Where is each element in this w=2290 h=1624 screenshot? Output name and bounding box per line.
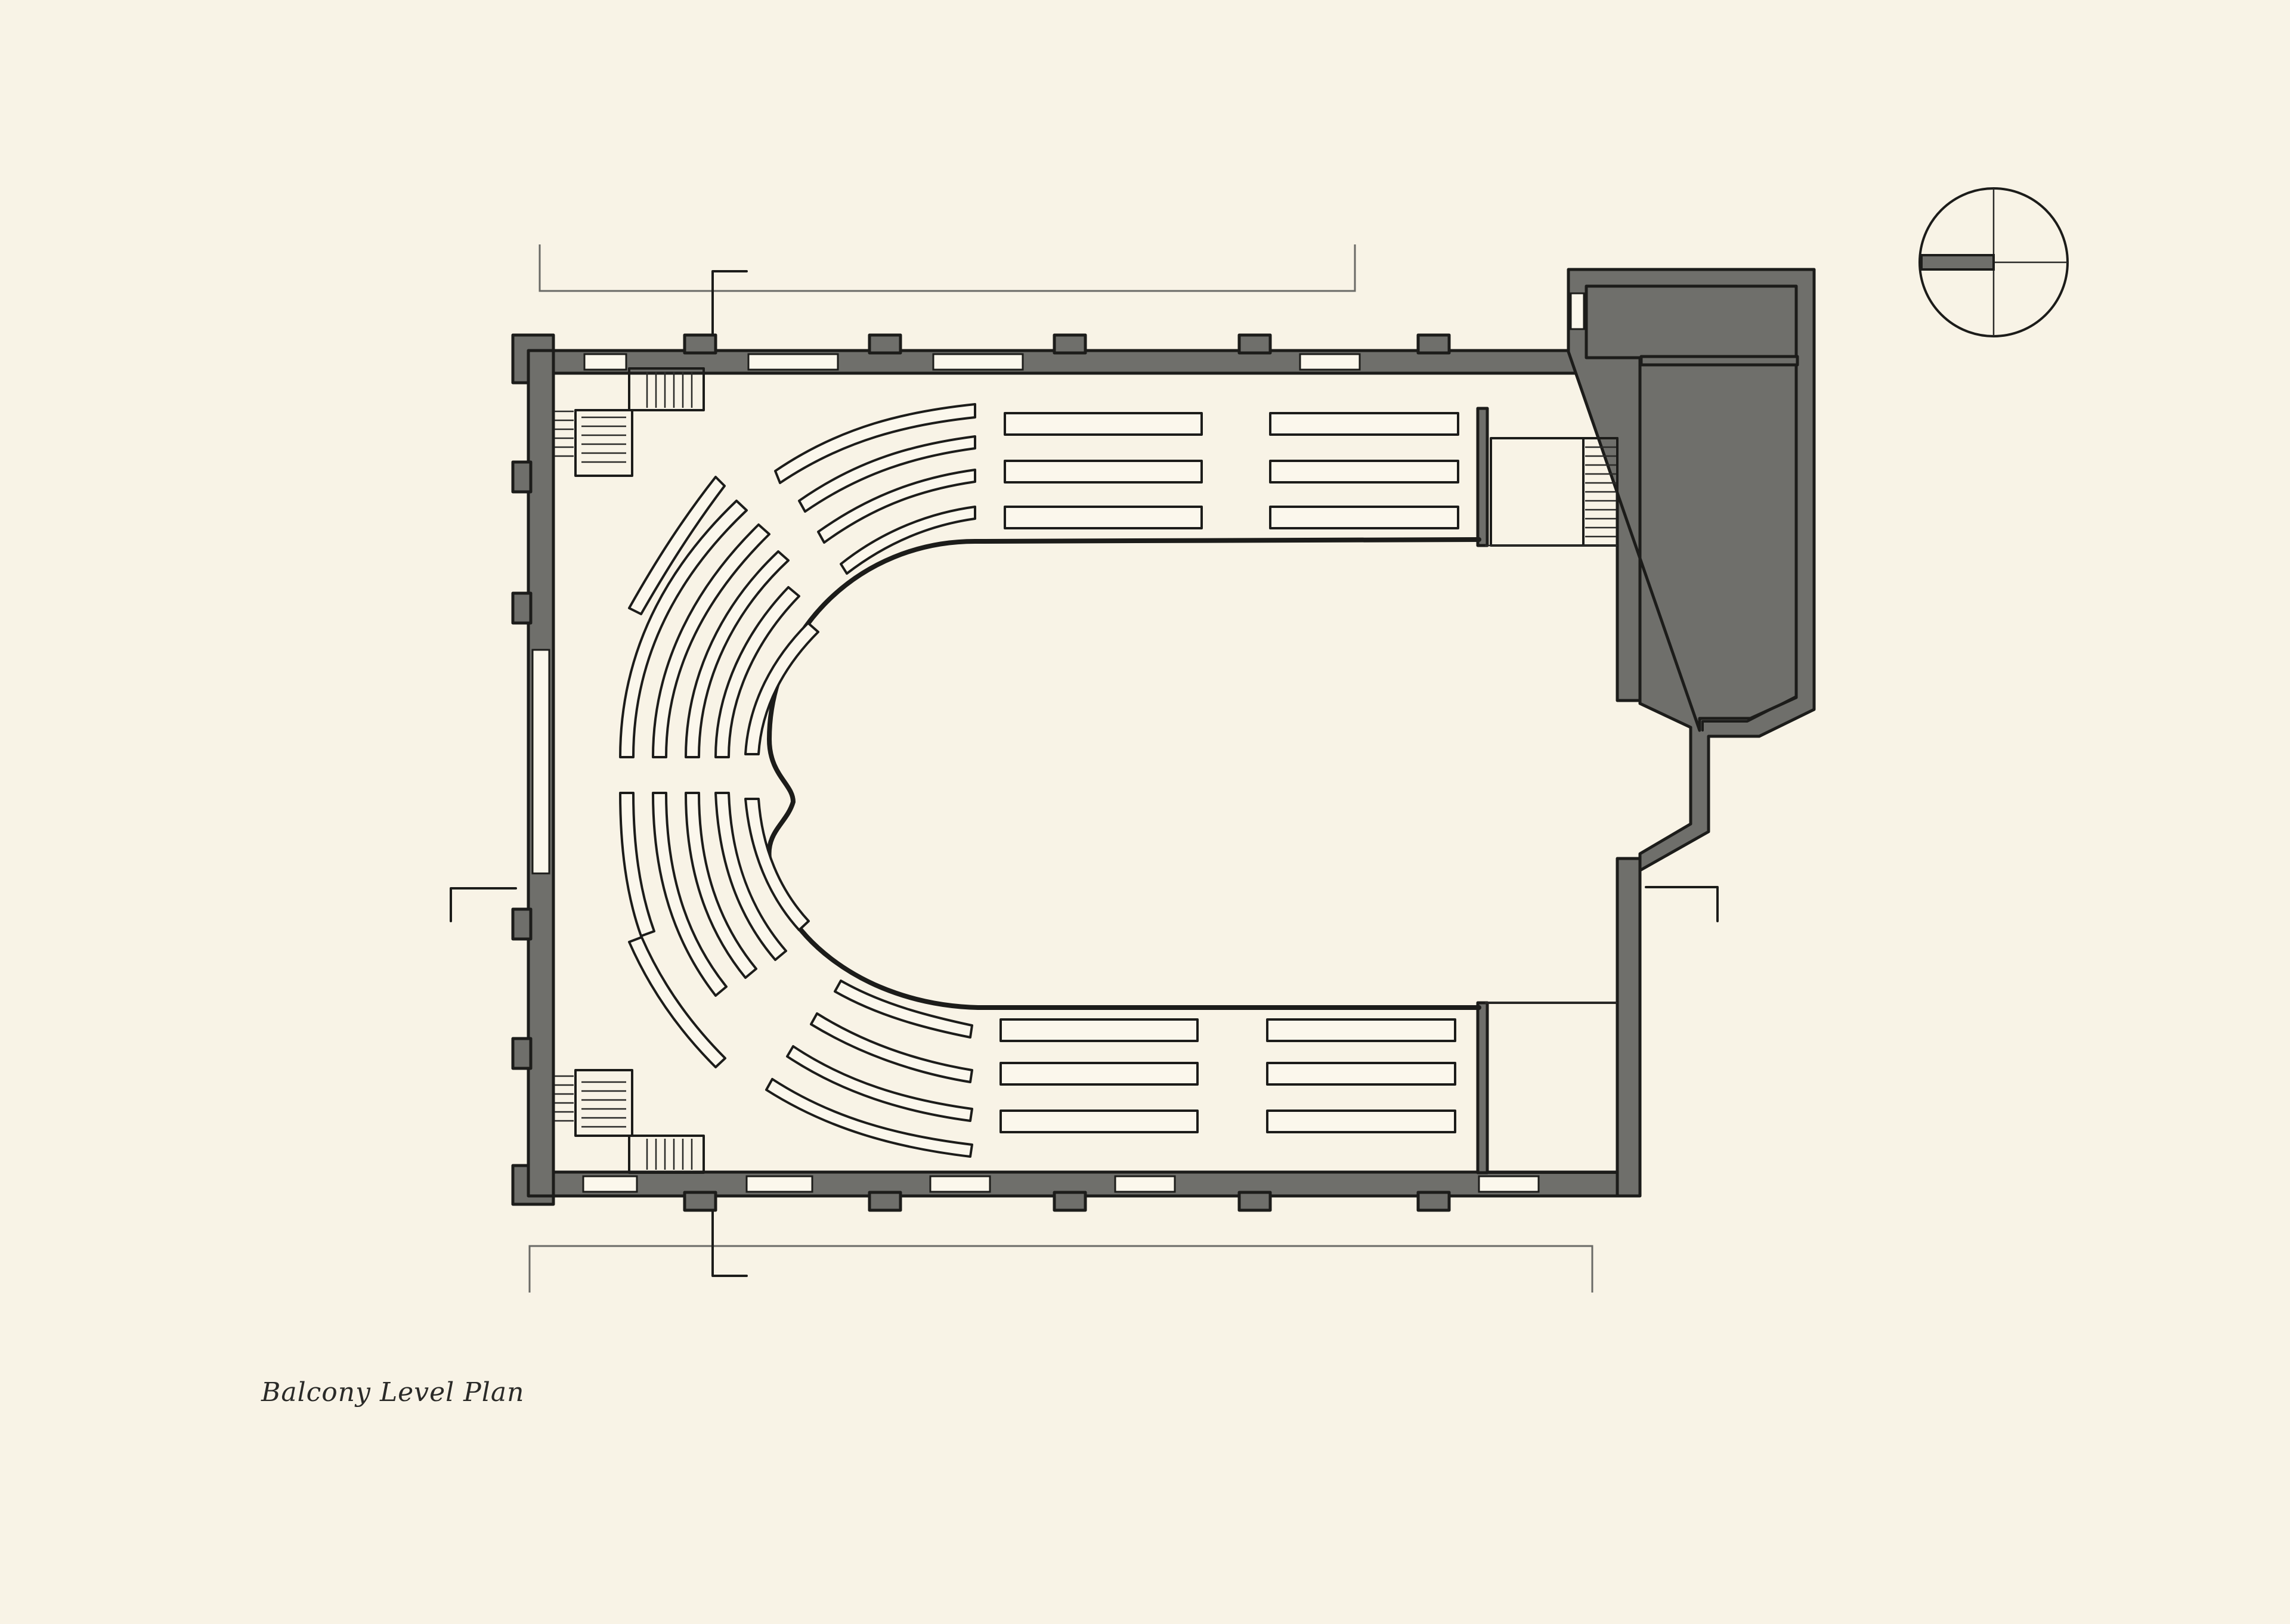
pier-left-3 xyxy=(511,907,533,941)
window-top-4 xyxy=(1299,353,1361,371)
stair-landing xyxy=(574,1069,633,1137)
pier-bottom-3 xyxy=(1053,1191,1087,1212)
curved-bench xyxy=(685,792,757,979)
curved-bench xyxy=(798,435,976,513)
bench xyxy=(1004,506,1203,529)
bench xyxy=(999,1018,1199,1042)
section-markers xyxy=(450,244,1719,1293)
balcony-end-wall-upper xyxy=(1476,407,1489,547)
section-arrow-right xyxy=(1645,886,1719,922)
compass-needle xyxy=(1920,254,1995,271)
section-line-top xyxy=(539,244,1356,292)
bench xyxy=(1004,412,1203,436)
stair-well xyxy=(574,409,633,477)
stair-well xyxy=(628,1135,705,1174)
drawing-caption: Balcony Level Plan xyxy=(261,1377,525,1408)
bench xyxy=(999,1062,1199,1086)
pier-top-4 xyxy=(1237,333,1272,355)
bench xyxy=(1266,1062,1456,1086)
window-bottom-5 xyxy=(1478,1175,1540,1193)
pier-left-2 xyxy=(511,591,533,625)
curved-bench xyxy=(817,469,976,544)
bench xyxy=(1266,1018,1456,1042)
pier-bottom-1 xyxy=(683,1191,717,1212)
section-arrow-bottom xyxy=(711,1209,748,1277)
stair-landing xyxy=(628,367,705,411)
window-left xyxy=(531,649,550,875)
apse-inner-outline xyxy=(1640,364,1797,732)
apse-annex xyxy=(1567,268,1816,872)
window-top-1 xyxy=(583,353,627,371)
curved-bench xyxy=(774,403,976,484)
bench xyxy=(1269,412,1459,436)
curved-bench xyxy=(628,936,726,1068)
room-outline xyxy=(1484,1002,1619,1174)
bench xyxy=(1269,460,1459,484)
pier-left-4 xyxy=(511,1037,533,1070)
outer-walls xyxy=(511,333,1642,1212)
curved-bench xyxy=(765,1078,973,1158)
curved-bench xyxy=(619,500,748,758)
staircase-lower-left xyxy=(555,1069,705,1174)
curved-bench xyxy=(714,792,787,961)
curved-bench xyxy=(628,476,726,615)
apse-partition xyxy=(1639,355,1799,367)
north-point-icon xyxy=(1918,187,2069,337)
apse-window xyxy=(1570,292,1585,330)
pier-bottom-5 xyxy=(1416,1191,1451,1212)
bench xyxy=(999,1109,1199,1133)
curved-bench xyxy=(786,1045,973,1122)
pier-top-2 xyxy=(868,333,902,355)
window-bottom-4 xyxy=(1114,1175,1176,1193)
wall-right-lower xyxy=(1616,857,1642,1198)
window-top-3 xyxy=(932,353,1024,371)
staircase-upper-left xyxy=(555,367,705,477)
window-bottom-1 xyxy=(582,1175,638,1193)
pier-top-1 xyxy=(683,333,717,355)
section-arrow-left xyxy=(450,887,517,922)
curved-bench xyxy=(619,792,655,937)
window-bottom-2 xyxy=(745,1175,813,1193)
benches-curved-left-lower xyxy=(619,792,810,1068)
benches-curved-upper xyxy=(774,403,976,575)
bench xyxy=(1266,1109,1456,1133)
staircase-upper-right xyxy=(1476,407,1619,547)
benches-top-straight xyxy=(1004,412,1459,529)
section-line-bottom xyxy=(528,1245,1593,1293)
benches-bottom-straight xyxy=(999,1018,1456,1133)
curved-bench xyxy=(810,1012,973,1083)
pier-bottom-4 xyxy=(1237,1191,1272,1212)
lower-right-room xyxy=(1476,1001,1619,1174)
bench xyxy=(1004,460,1203,484)
pier-left-1 xyxy=(511,460,533,494)
section-arrow-top xyxy=(711,270,748,336)
pier-top-3 xyxy=(1053,333,1087,355)
benches-curved-lower xyxy=(765,980,973,1158)
window-top-2 xyxy=(747,353,839,371)
curved-bench xyxy=(744,798,810,931)
pier-bottom-2 xyxy=(868,1191,902,1212)
curved-bench xyxy=(834,980,973,1039)
bench xyxy=(1269,506,1459,529)
curved-bench xyxy=(652,523,770,758)
curved-bench xyxy=(714,586,800,758)
window-bottom-3 xyxy=(929,1175,991,1193)
balcony-edge xyxy=(766,537,1481,1010)
curved-bench xyxy=(652,792,728,997)
benches-curved-left-upper xyxy=(619,476,819,758)
curved-bench xyxy=(744,622,819,755)
pier-top-5 xyxy=(1416,333,1451,355)
balcony-end-wall-lower xyxy=(1476,1001,1489,1174)
curved-bench xyxy=(840,506,976,575)
curved-bench xyxy=(685,550,790,758)
